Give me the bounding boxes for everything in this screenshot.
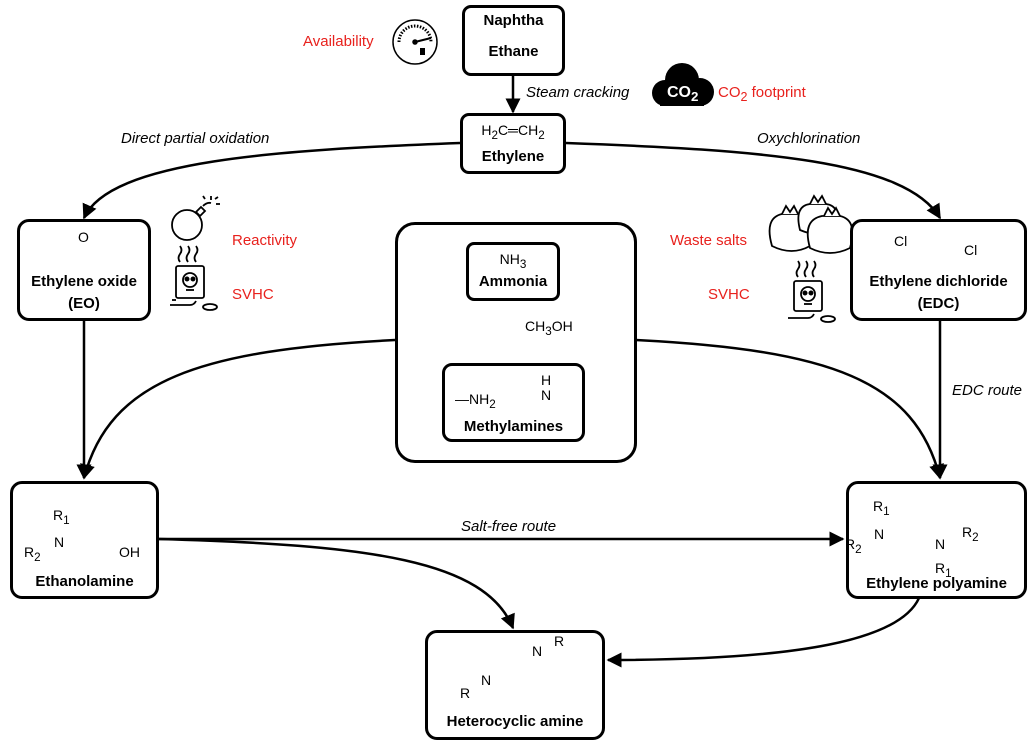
heterocyclic-name: Heterocyclic amine — [446, 713, 584, 730]
route-oxychlorination: Oxychlorination — [757, 130, 861, 147]
feedstock-ethane: Ethane — [488, 43, 539, 60]
feedstock-box — [462, 5, 565, 76]
ethylene-oxide-abbr: (EO) — [68, 295, 100, 312]
route-salt-free: Salt-free route — [461, 518, 557, 535]
methylamine-nh2: —NH2 — [455, 391, 496, 411]
ammonia-box — [466, 242, 560, 301]
route-steam-cracking: Steam cracking — [526, 84, 630, 101]
arrow-direct-oxidation — [82, 141, 461, 220]
ethylene-oxide-box — [17, 219, 151, 321]
toxic-skull-icon-right — [788, 260, 836, 323]
issue-availability: Availability — [303, 33, 374, 50]
ammonia-formula: NH3 — [499, 251, 527, 271]
edc-cl-right: Cl — [964, 242, 978, 258]
feedstock-naphtha: Naphtha — [483, 12, 544, 29]
arrow-ethanolamine-heterocyclic — [158, 537, 515, 630]
ethylene-polyamine-name: Ethylene polyamine — [866, 575, 1007, 592]
issue-co2-footprint: CO2 footprint — [718, 84, 806, 104]
arrow-polyamine-heterocyclic — [606, 597, 921, 668]
polyamine-r2-left: R2 — [845, 536, 862, 556]
polyamine-r2-right: R2 — [962, 524, 979, 544]
polyamine-n-left: N — [874, 526, 885, 542]
issue-reactivity: Reactivity — [232, 232, 298, 249]
fuel-gauge-icon — [392, 19, 438, 65]
route-edc: EDC route — [952, 382, 1023, 399]
salt-bags-icon — [768, 194, 854, 254]
arrow-ammonia-ethanolamine — [80, 338, 396, 480]
methylamines-box — [442, 363, 585, 442]
ethanolamine-box — [10, 481, 159, 599]
issue-svhc-right: SVHC — [708, 286, 750, 303]
issue-svhc-left: SVHC — [232, 286, 274, 303]
ethylene-polyamine-box — [846, 481, 1027, 599]
methanol-label: CH3OH — [525, 318, 573, 338]
ethylene-oxide-name: Ethylene oxide — [31, 273, 137, 290]
polyamine-n-right: N — [935, 536, 946, 552]
bomb-icon — [171, 195, 220, 241]
piperazine-n-bottom: N — [481, 672, 492, 688]
ammonia-name: Ammonia — [478, 273, 548, 290]
ethylene-dichloride-abbr: (EDC) — [917, 295, 960, 312]
ethylene-dichloride-box — [850, 219, 1027, 321]
heterocyclic-box — [425, 630, 605, 740]
ethylene-formula: H2C═CH2 — [481, 122, 545, 142]
polyamine-r1-bottom: R1 — [935, 560, 952, 580]
co2-badge: CO2 — [667, 84, 699, 105]
eo-oxygen: O — [78, 229, 89, 245]
ethanolamine-r1: R1 — [53, 507, 70, 527]
dimethylamine-n: N — [541, 387, 552, 403]
issue-waste-salts: Waste salts — [670, 232, 747, 249]
ethanolamine-oh: OH — [119, 544, 140, 560]
arrow-oxychlorination — [565, 141, 942, 220]
edc-cl-left: Cl — [894, 233, 908, 249]
methylamines-name: Methylamines — [463, 418, 564, 435]
route-direct-oxidation: Direct partial oxidation — [121, 130, 270, 147]
ethanolamine-name: Ethanolamine — [35, 573, 134, 590]
dimethylamine-h: H — [541, 372, 552, 388]
arrow-ammonia-polyamine — [635, 338, 944, 480]
ethylene-name: Ethylene — [481, 148, 545, 165]
piperazine-r-top: R — [554, 633, 565, 649]
ethanolamine-r2: R2 — [24, 544, 41, 564]
ethylene-dichloride-name: Ethylene dichloride — [869, 273, 1008, 290]
ethanolamine-n: N — [54, 534, 65, 550]
toxic-skull-icon-left — [170, 245, 218, 311]
piperazine-n-top: N — [532, 643, 543, 659]
co2-cloud-icon — [652, 63, 714, 106]
polyamine-r1-top: R1 — [873, 498, 890, 518]
piperazine-r-bottom: R — [460, 685, 471, 701]
ethylene-box — [460, 113, 566, 174]
